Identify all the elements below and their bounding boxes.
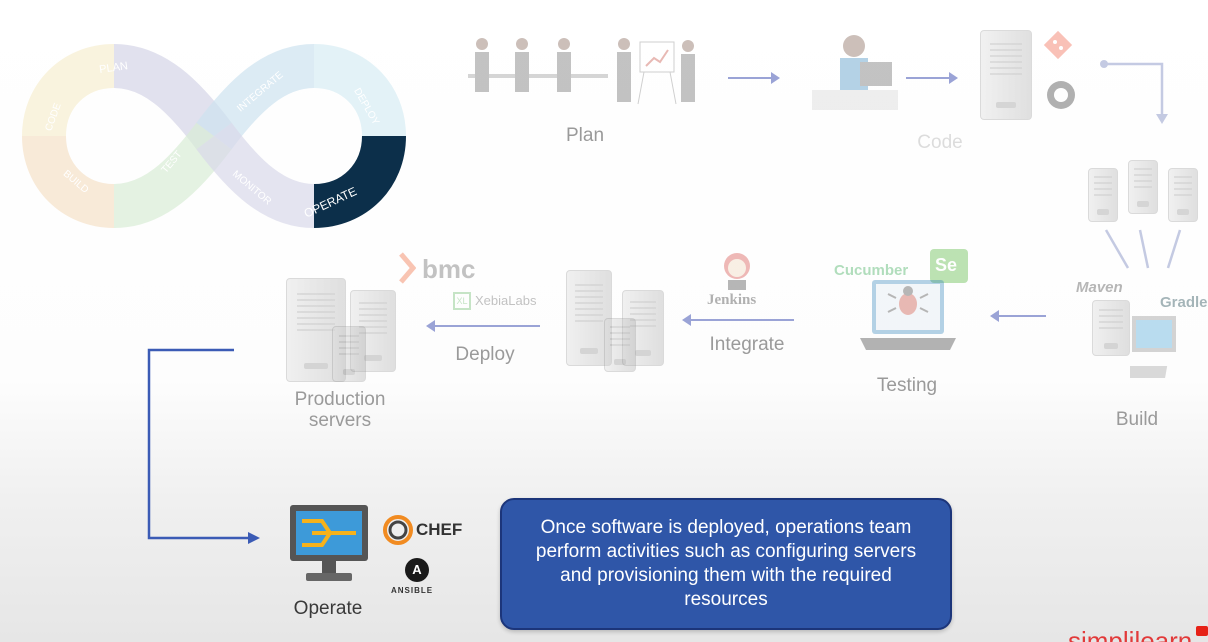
selenium-label: Se <box>935 255 958 275</box>
build-label: Build <box>1115 409 1159 430</box>
build-monitor-icon <box>1130 316 1176 378</box>
production-server-tall <box>286 278 346 382</box>
operate-monitor-icon <box>290 505 368 581</box>
integrate-server-back <box>622 290 664 366</box>
arrow-integrate-to-deploy <box>426 320 540 332</box>
xebialabs-mark-icon: XL <box>453 292 471 310</box>
arrow-testing-to-integrate <box>682 314 794 326</box>
build-fan-arrows <box>1104 229 1182 269</box>
repo-server <box>980 30 1032 120</box>
plan-meeting-illustration <box>468 38 695 105</box>
devops-infinity-loop: PLAN INTEGRATE DEPLOY OPERATE MONITOR TE… <box>22 44 406 228</box>
simplilearn-text: simplilearn <box>1068 626 1193 642</box>
integrate-label: Integrate <box>709 334 785 355</box>
bmc-chevron-icon <box>399 252 416 284</box>
xebialabs-label: XebiaLabs <box>475 293 537 308</box>
build-server-1 <box>1088 168 1118 222</box>
arrow-build-to-testing <box>990 310 1046 322</box>
build-workstation <box>1092 300 1130 356</box>
production-servers-label: Production servers <box>294 389 386 431</box>
arrow-production-to-operate <box>147 348 260 544</box>
jenkins-logo: Jenkins <box>707 292 757 308</box>
developer-illustration <box>812 35 898 110</box>
simplilearn-watermark: simplilearn <box>1068 626 1208 642</box>
arrow-plan-to-code <box>728 72 780 84</box>
youtube-icon[interactable] <box>1196 626 1208 636</box>
ansible-mark: A <box>412 562 422 577</box>
arrow-code-to-build <box>1100 60 1168 124</box>
operate-label: Operate <box>293 598 363 619</box>
build-server-3 <box>1168 168 1198 222</box>
loop-stage-plan: PLAN <box>99 60 129 76</box>
integrate-server-tall <box>566 270 612 366</box>
testing-label: Testing <box>876 375 938 396</box>
xebialabs-logo: XL XebiaLabs <box>453 292 553 312</box>
bmc-label: bmc <box>422 254 476 284</box>
cucumber-logo: Cucumber <box>834 262 909 279</box>
testing-laptop-bug-icon <box>860 280 956 350</box>
maven-logo: Maven <box>1076 279 1123 296</box>
github-icon <box>1047 81 1075 109</box>
operate-description-box: Once software is deployed, operations te… <box>500 498 952 630</box>
arrow-developer-to-repo <box>906 72 958 84</box>
jenkins-icon <box>724 253 750 290</box>
gradle-logo: Gradle <box>1160 294 1208 311</box>
deploy-label: Deploy <box>455 344 515 365</box>
production-server-front <box>332 326 366 382</box>
selenium-icon: Se <box>930 249 968 283</box>
plan-label: Plan <box>565 125 605 146</box>
code-label: Code <box>917 132 963 153</box>
ansible-icon: A <box>405 558 429 582</box>
ansible-logo: ANSIBLE <box>391 586 434 595</box>
operate-description-text: Once software is deployed, operations te… <box>535 517 917 610</box>
chef-icon <box>383 515 413 545</box>
integrate-server-front <box>604 318 636 372</box>
chef-logo: CHEF <box>416 520 463 539</box>
git-icon <box>1043 30 1073 60</box>
build-server-2 <box>1128 160 1158 214</box>
production-server-back <box>350 290 396 372</box>
